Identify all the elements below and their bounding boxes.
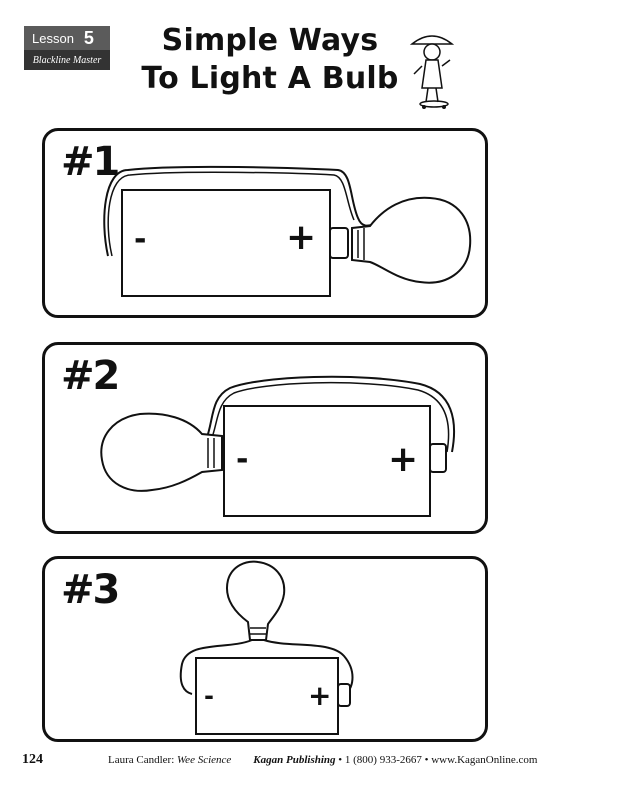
footer-contact: • 1 (800) 933-2667 • www.KaganOnline.com: [338, 754, 538, 766]
footer-credits: Laura Candler: Wee Science Kagan Publish…: [108, 754, 537, 766]
title-line-1: Simple Ways: [161, 23, 379, 58]
battery-minus-1: -: [134, 222, 147, 257]
panel-label-1: #1: [61, 139, 120, 185]
footer-author: Laura Candler:: [108, 754, 175, 766]
mascot-illustration: [409, 35, 455, 109]
battery-minus-3: -: [204, 682, 214, 710]
lesson-badge-top: Lesson 5: [24, 26, 110, 50]
lesson-badge: Lesson 5 Blackline Master: [24, 26, 110, 70]
lesson-subtitle: Blackline Master: [24, 50, 110, 70]
page-number: 124: [22, 752, 43, 767]
page-title: Simple Ways To Light A Bulb: [120, 22, 420, 98]
footer-book: Wee Science: [177, 754, 232, 766]
battery-plus-1: +: [286, 217, 317, 258]
lesson-label: Lesson: [32, 30, 74, 46]
lesson-number: 5: [83, 27, 94, 48]
battery-plus-3: +: [308, 679, 332, 712]
panel-label-3: #3: [61, 567, 120, 613]
panel-label-2: #2: [61, 353, 120, 399]
battery-minus-2: -: [236, 442, 249, 477]
battery-plus-2: +: [388, 439, 419, 480]
title-line-2: To Light A Bulb: [141, 61, 399, 96]
footer-publisher: Kagan Publishing: [253, 754, 336, 766]
